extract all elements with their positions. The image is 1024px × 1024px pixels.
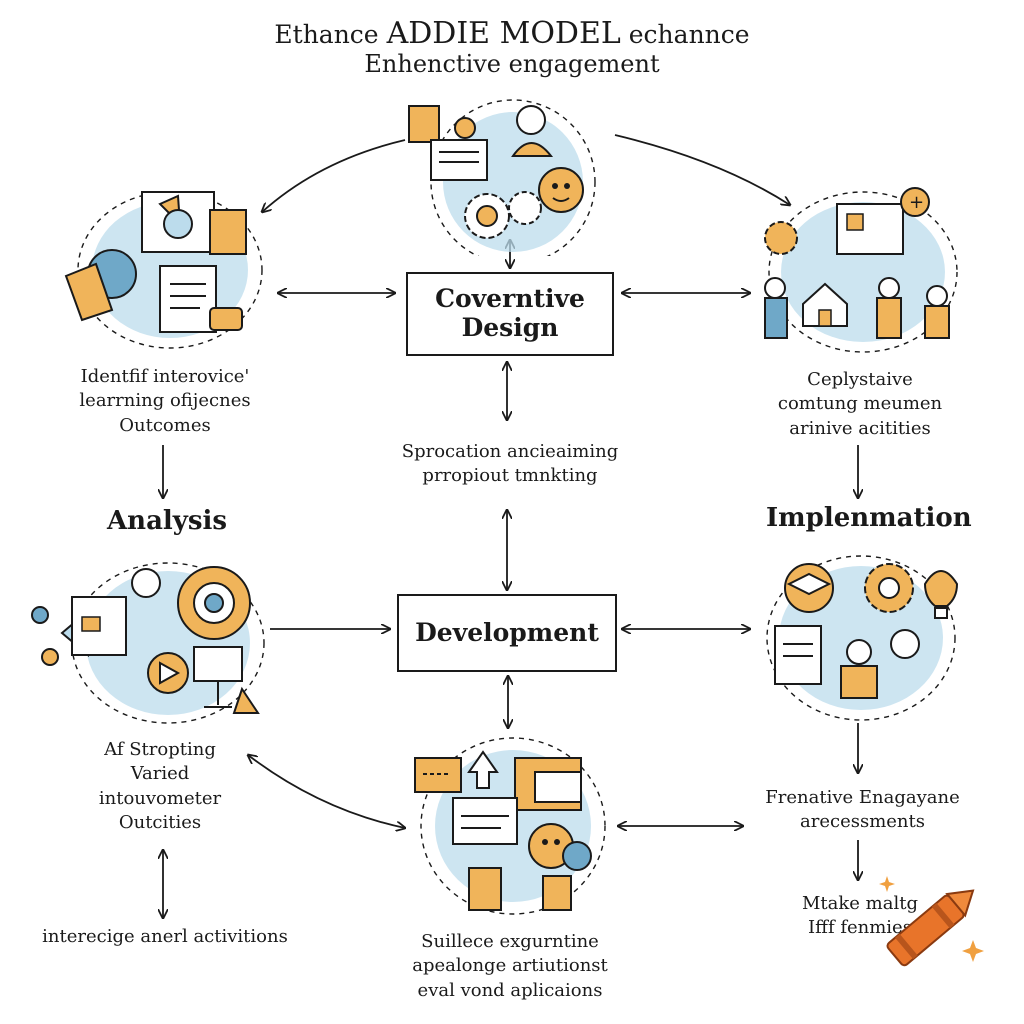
caption-top-right: Ceplystaive comtung meumen arinive aciti… bbox=[777, 369, 943, 439]
caption-bottom-right: Mtake maltg Ifff fenmies bbox=[802, 893, 918, 939]
caption-bottom-center: Suillece exgurntine apealonge artiutions… bbox=[412, 931, 608, 1001]
svg-text:+: + bbox=[909, 192, 924, 213]
caption-mid-right: Frenative Enagayane arecessments bbox=[765, 787, 960, 833]
implementation-activity-icon-cluster bbox=[766, 555, 959, 721]
implementation-icon-cluster: + bbox=[764, 187, 958, 353]
evaluation-icon-cluster bbox=[414, 737, 606, 915]
design-icon-cluster bbox=[408, 99, 596, 256]
title-main: ADDIE MODEL bbox=[386, 16, 621, 51]
diagram-subtitle: Enhenctive engagement bbox=[364, 50, 660, 78]
design-box: Coverntive Design bbox=[406, 272, 614, 356]
crayon-icon bbox=[879, 876, 984, 967]
phase-implementation: Implenmation bbox=[766, 503, 972, 533]
caption-bottom-left: interecige anerl activitions bbox=[42, 926, 288, 947]
caption-top-left: Identfif interovice' learrning ofijecnes… bbox=[79, 366, 251, 436]
caption-mid-left: Af Stropting Varied intouvometer Outciti… bbox=[98, 739, 222, 833]
caption-center: Sprocation ancieaiming prropiout tmnktin… bbox=[401, 441, 619, 487]
diagram-title: Ethance ADDIE MODEL echannce bbox=[274, 16, 750, 51]
phase-analysis: Analysis bbox=[107, 506, 228, 536]
development-icon-cluster bbox=[31, 562, 265, 724]
analysis-icon-cluster bbox=[64, 191, 263, 349]
development-box: Development bbox=[397, 594, 617, 672]
